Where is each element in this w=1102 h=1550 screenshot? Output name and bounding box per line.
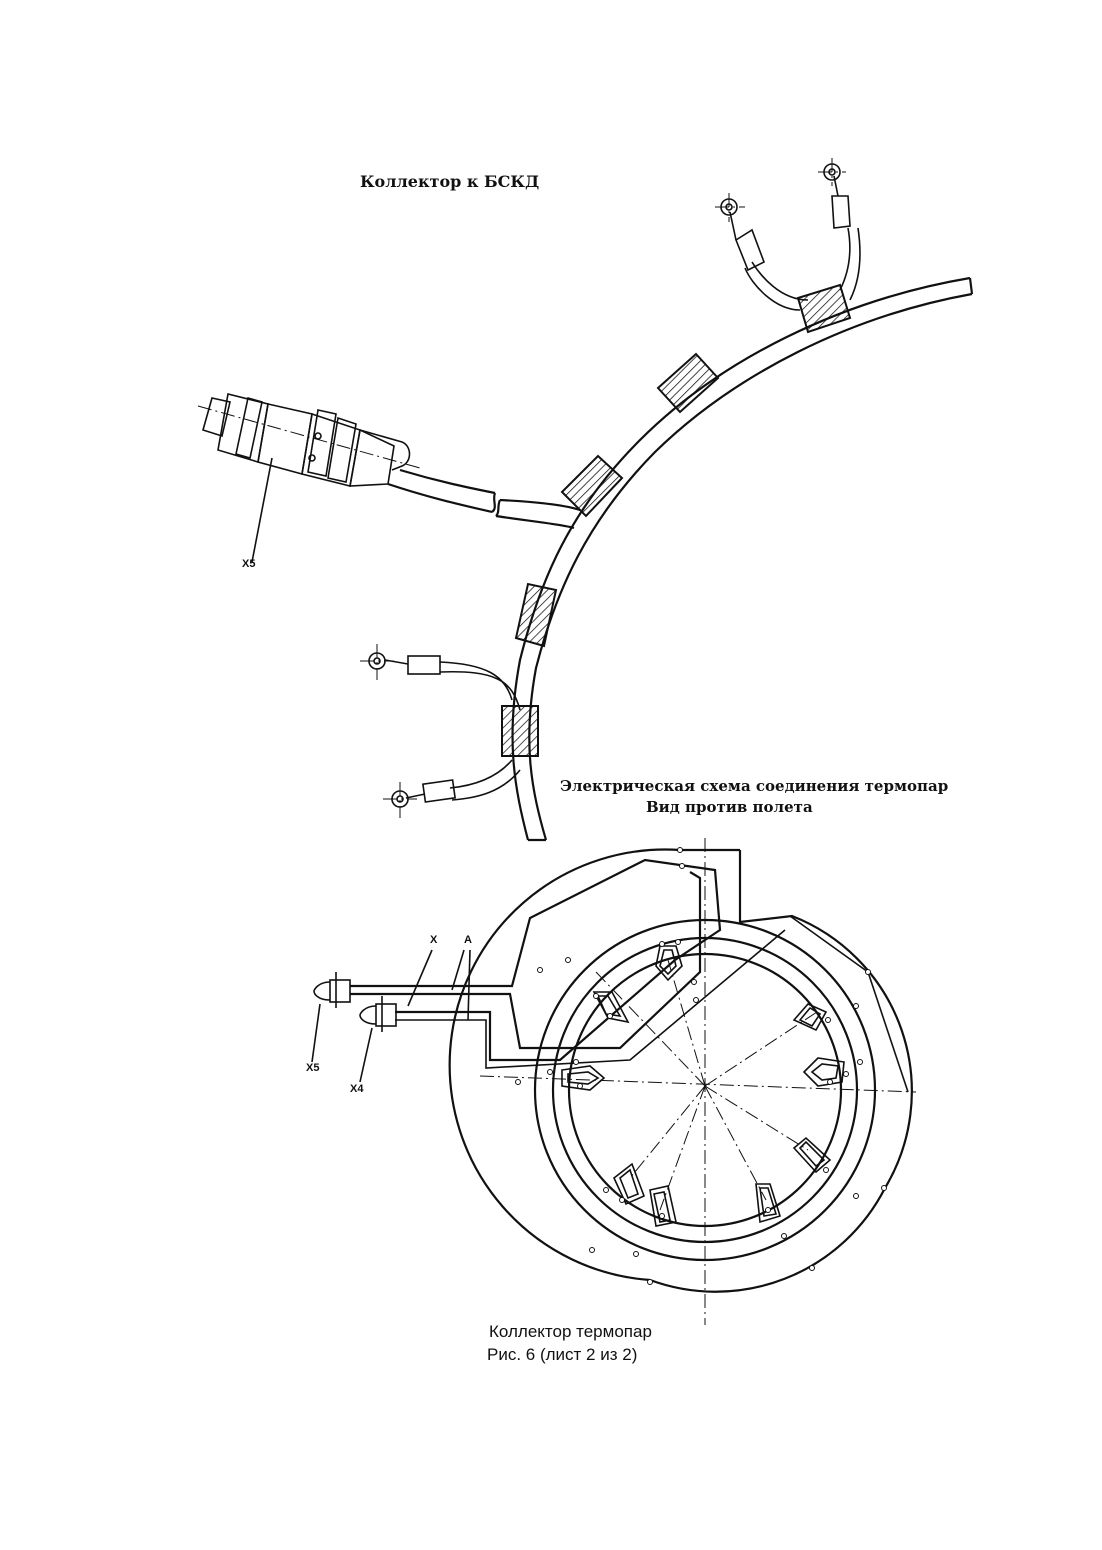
label-a: A bbox=[464, 934, 472, 946]
connector-x5-plug bbox=[197, 393, 421, 563]
probe-9 bbox=[613, 1162, 646, 1206]
connector-x5-label: X5 bbox=[306, 1062, 320, 1074]
sleeve-3 bbox=[560, 454, 624, 518]
probe-5 bbox=[802, 1057, 845, 1087]
harness-cable bbox=[387, 276, 974, 842]
schematic-title: Электрическая схема соединения термопар bbox=[560, 777, 949, 795]
figure-caption-title: Коллектор термопар bbox=[489, 1322, 652, 1341]
probe-4 bbox=[792, 1003, 828, 1032]
connector-x5-symbol bbox=[313, 972, 351, 1008]
probe-8 bbox=[649, 1185, 677, 1227]
probe-7 bbox=[755, 1183, 782, 1224]
probe-1 bbox=[655, 945, 683, 982]
probe-3 bbox=[561, 1065, 606, 1091]
schematic-subtitle: Вид против полета bbox=[646, 798, 813, 816]
thermocouple-probes bbox=[561, 945, 845, 1227]
probe-6 bbox=[792, 1136, 832, 1174]
harness-title: Коллектор к БСКД bbox=[360, 172, 540, 191]
figure-caption-number: Рис. 6 (лист 2 из 2) bbox=[487, 1345, 638, 1364]
label-x: X bbox=[430, 934, 438, 946]
collector-wires bbox=[311, 858, 786, 1083]
sleeve-4 bbox=[514, 582, 558, 648]
sleeve-2 bbox=[656, 352, 720, 414]
harness-sleeves bbox=[501, 283, 852, 757]
connector-x4-label: X4 bbox=[350, 1083, 364, 1095]
ring-terminals-top bbox=[360, 158, 861, 818]
junction-dots bbox=[515, 847, 887, 1285]
sleeve-5 bbox=[501, 705, 539, 757]
sleeve-1 bbox=[796, 283, 852, 334]
connector-x4-symbol bbox=[359, 996, 397, 1032]
collector-rings bbox=[448, 848, 913, 1293]
